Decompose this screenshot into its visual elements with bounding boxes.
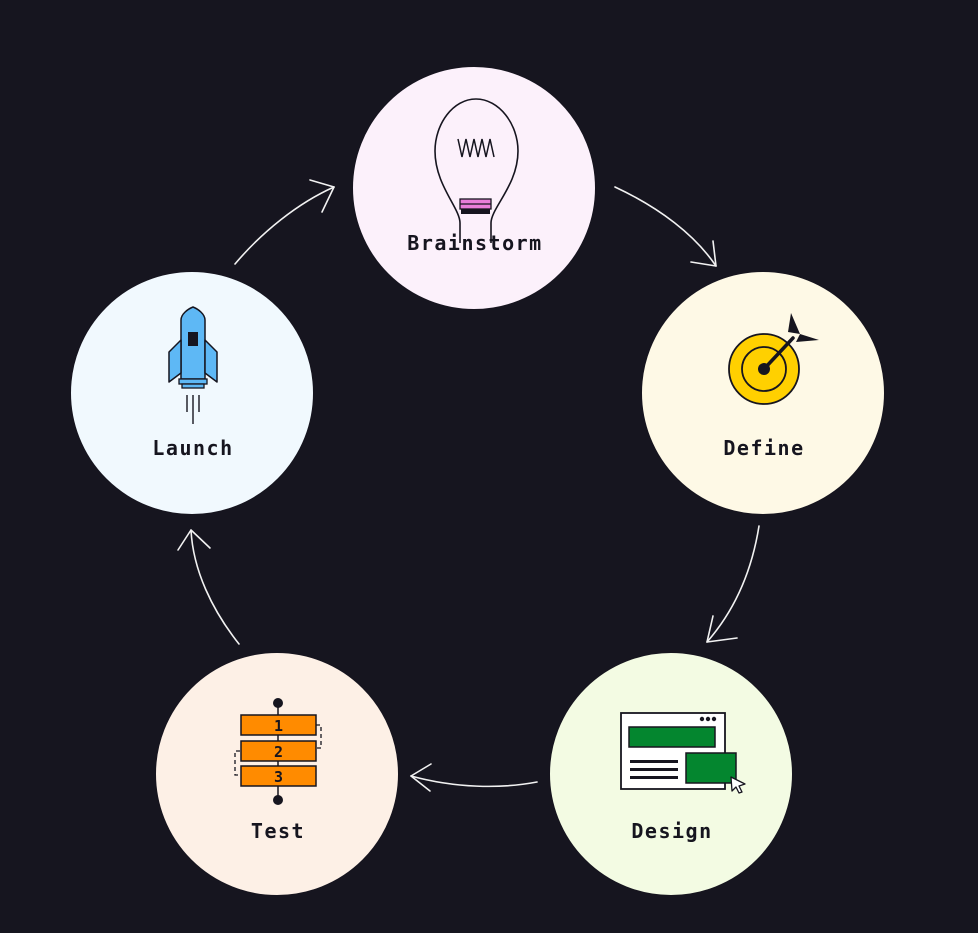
wireframe-icon <box>620 712 746 794</box>
arrow-define-to-design <box>706 525 760 643</box>
sequence-step-3 <box>240 765 317 787</box>
step-launch: Launch <box>70 271 314 515</box>
step-label-design: Design <box>631 819 713 843</box>
arrow-design-to-test <box>410 775 538 788</box>
sequence-icon: 1 2 3 <box>234 698 322 805</box>
rocket-icon <box>168 306 218 424</box>
arrowhead-brainstorm-to-define <box>690 240 717 267</box>
lightbulb-icon <box>434 98 519 243</box>
arrowhead-define-to-design <box>706 615 738 643</box>
arrowhead-test-to-launch <box>177 529 211 551</box>
sequence-step-2 <box>240 740 317 762</box>
sequence-label-2: 2 <box>274 743 283 761</box>
arrow-brainstorm-to-define <box>614 186 717 267</box>
sequence-step-1 <box>240 714 317 736</box>
arrowhead-launch-to-brainstorm <box>309 179 335 213</box>
target-icon <box>728 313 819 405</box>
step-label-brainstorm: Brainstorm <box>407 231 543 255</box>
sequence-label-1: 1 <box>274 717 283 735</box>
step-label-launch: Launch <box>152 436 234 460</box>
step-design: Design <box>549 652 793 896</box>
step-test: 1 2 3 Test <box>155 652 399 896</box>
step-define: Define <box>641 271 885 515</box>
arrow-test-to-launch <box>190 529 240 645</box>
arrow-launch-to-brainstorm <box>234 186 335 265</box>
sequence-label-3: 3 <box>274 768 283 786</box>
step-brainstorm: Brainstorm <box>352 66 596 310</box>
arrowhead-design-to-test <box>410 763 432 792</box>
step-label-test: Test <box>250 819 306 843</box>
step-label-define: Define <box>723 436 805 460</box>
